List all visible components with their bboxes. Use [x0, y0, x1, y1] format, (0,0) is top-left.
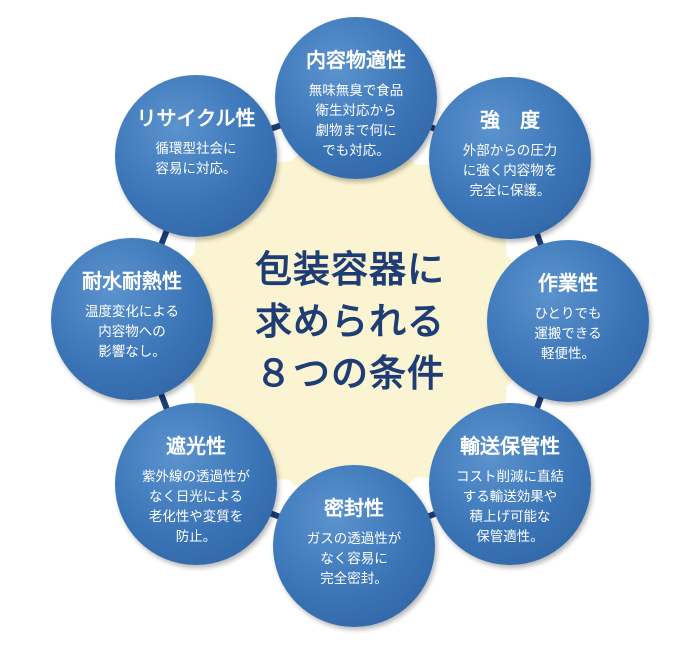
condition-title: 密封性 — [324, 496, 384, 520]
condition-circle-transport-storage: 輸送保管性 コスト削減に直結 する輸送効果や 積上げ可能な 保管適性。 — [429, 403, 591, 565]
condition-description: ガスの透過性が なく容易に 完全密封。 — [306, 531, 402, 587]
condition-circle-strength: 強 度 外部からの圧力 に強く内容物を 完全に保護。 — [429, 77, 591, 239]
condition-title: 強 度 — [480, 108, 540, 132]
condition-title: 耐水耐熱性 — [82, 269, 182, 293]
condition-description: 紫外線の透過性が なく日光による 老化性や変質を 防止。 — [142, 469, 250, 545]
condition-title: 作業性 — [538, 271, 598, 295]
condition-title: リサイクル性 — [136, 106, 256, 130]
condition-description: 温度変化による 内容物への 影響なし。 — [84, 304, 180, 360]
condition-title: 内容物適性 — [306, 48, 406, 72]
condition-description: 循環型社会に 容易に対応。 — [155, 141, 237, 177]
condition-circle-water-heat-resistance: 耐水耐熱性 温度変化による 内容物への 影響なし。 — [51, 238, 213, 400]
center-title-line-3: ８つの条件 — [255, 352, 445, 395]
condition-circle-workability: 作業性 ひとりでも 運搬できる 軽便性。 — [487, 240, 649, 402]
center-title-line-2: 求められる — [255, 300, 445, 343]
condition-circle-light-shielding: 遮光性 紫外線の透過性が なく日光による 老化性や変質を 防止。 — [115, 403, 277, 565]
condition-description: コスト削減に直結 する輸送効果や 積上げ可能な 保管適性。 — [456, 469, 564, 545]
center-title-line-1: 包装容器に — [255, 248, 445, 291]
condition-circle-recyclability: リサイクル性 循環型社会に 容易に対応。 — [115, 75, 277, 237]
condition-description: ひとりでも 運搬できる 軽便性。 — [534, 306, 602, 362]
condition-circle-content-suitability: 内容物適性 無味無臭で食品 衛生対応から 劇物まで何に でも対応。 — [275, 17, 437, 179]
condition-description: 外部からの圧力 に強く内容物を 完全に保護。 — [462, 143, 558, 199]
condition-description: 無味無臭で食品 衛生対応から 劇物まで何に でも対応。 — [308, 83, 404, 159]
center-title: 包装容器に 求められる ８つの条件 — [220, 244, 480, 400]
condition-circle-sealing: 密封性 ガスの透過性が なく容易に 完全密封。 — [273, 465, 435, 627]
condition-title: 輸送保管性 — [460, 434, 560, 458]
condition-title: 遮光性 — [166, 434, 226, 458]
